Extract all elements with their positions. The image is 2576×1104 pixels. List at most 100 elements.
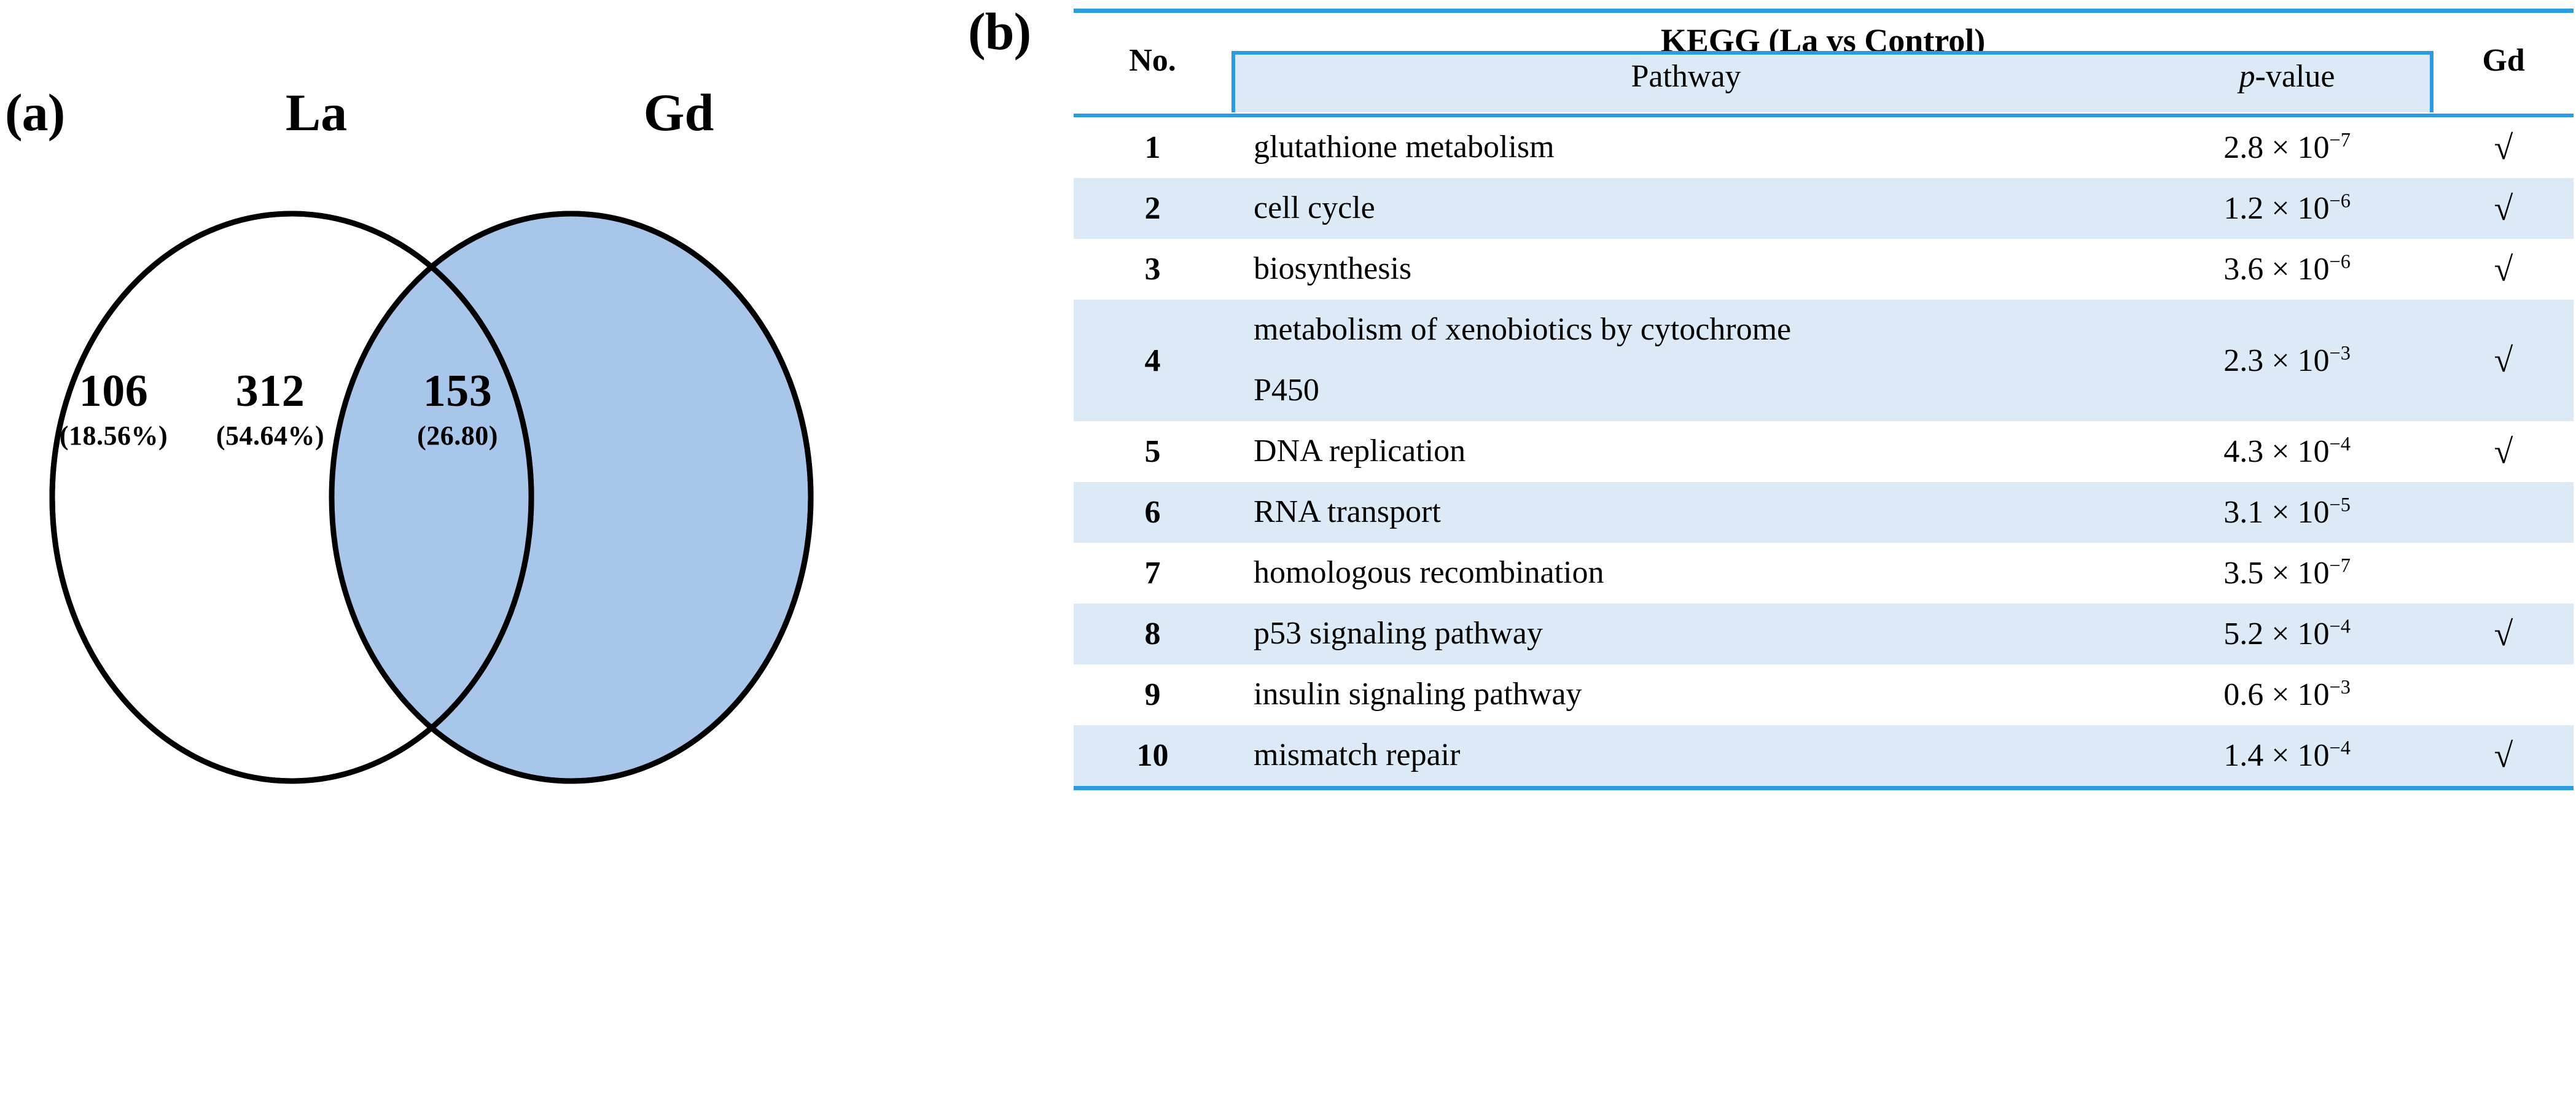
cell-no: 1 bbox=[1144, 130, 1161, 165]
cell-pathway: biosynthesis bbox=[1254, 251, 1412, 287]
venn-region-la-only: 106 (18.56%) bbox=[21, 368, 206, 449]
cell-pvalue: 3.5 × 10−7 bbox=[2141, 555, 2434, 591]
table-header-rule bbox=[1074, 114, 2574, 117]
pvalue-exponent: −4 bbox=[2329, 615, 2351, 637]
panel-a-label: (a) bbox=[5, 83, 65, 142]
cell-gd: √ bbox=[2434, 131, 2574, 165]
cell-pvalue: 2.3 × 10−3 bbox=[2141, 343, 2434, 379]
table-row: 10 mismatch repair 1.4 × 10−4 √ bbox=[1074, 725, 2574, 786]
pvalue-exponent: −6 bbox=[2329, 189, 2351, 212]
cell-pathway: mismatch repair bbox=[1254, 737, 1461, 773]
subheader-shaded-box bbox=[1231, 51, 2434, 112]
cell-pathway: homologous recombination bbox=[1254, 555, 1604, 591]
cell-pvalue: 3.6 × 10−6 bbox=[2141, 251, 2434, 287]
venn-region-gd-only: 153 (26.80) bbox=[365, 368, 550, 449]
pvalue-mantissa: 3.6 × 10 bbox=[2223, 252, 2330, 287]
cell-pathway: glutathione metabolism bbox=[1254, 130, 1555, 165]
column-header-pvalue: p-value bbox=[2141, 61, 2434, 93]
venn-intersection-fill bbox=[332, 214, 531, 781]
table-bottom-rule bbox=[1074, 786, 2574, 790]
cell-gd: √ bbox=[2434, 343, 2574, 378]
venn-region-overlap: 312 (54.64%) bbox=[175, 368, 365, 449]
cell-pathway: DNA replication bbox=[1254, 433, 1466, 469]
pvalue-exponent: −7 bbox=[2329, 554, 2351, 577]
venn-count-value: 312 bbox=[235, 366, 305, 416]
table-top-rule bbox=[1074, 9, 2574, 13]
check-icon: √ bbox=[2494, 341, 2513, 379]
pathway-line-1: metabolism of xenobiotics by cytochrome bbox=[1254, 312, 1792, 348]
column-header-no: No. bbox=[1129, 43, 1176, 78]
venn-set-label-la: La bbox=[285, 83, 348, 142]
venn-ellipse-la-outline bbox=[49, 211, 534, 784]
check-icon: √ bbox=[2494, 189, 2513, 228]
pvalue-mantissa: 3.1 × 10 bbox=[2223, 495, 2330, 530]
table-row: 8 p53 signaling pathway 5.2 × 10−4 √ bbox=[1074, 604, 2574, 664]
cell-no: 2 bbox=[1144, 191, 1161, 226]
pathway-line-2: P450 bbox=[1254, 373, 1319, 408]
pvalue-exponent: −7 bbox=[2329, 128, 2351, 151]
cell-no: 9 bbox=[1144, 677, 1161, 712]
cell-pathway: insulin signaling pathway bbox=[1254, 677, 1582, 712]
pvalue-mantissa: 4.3 × 10 bbox=[2223, 434, 2330, 469]
venn-ellipse-gd-outline bbox=[329, 211, 814, 784]
venn-count-value: 106 bbox=[79, 366, 149, 416]
cell-pvalue: 2.8 × 10−7 bbox=[2141, 130, 2434, 166]
check-icon: √ bbox=[2494, 250, 2513, 289]
cell-gd: √ bbox=[2434, 617, 2574, 651]
table-row: 4 metabolism of xenobiotics by cytochrome… bbox=[1074, 300, 2574, 421]
table-row: 5 DNA replication 4.3 × 10−4 √ bbox=[1074, 421, 2574, 482]
pvalue-mantissa: 1.2 × 10 bbox=[2223, 191, 2330, 226]
pvalue-rest: -value bbox=[2255, 59, 2335, 94]
cell-pathway: cell cycle bbox=[1254, 190, 1375, 226]
venn-percent-value: (18.56%) bbox=[59, 421, 168, 451]
pvalue-mantissa: 1.4 × 10 bbox=[2223, 738, 2330, 773]
table-header: KEGG (La vs Control) No. Pathway p-value… bbox=[1074, 13, 2574, 117]
venn-percent-value: (54.64%) bbox=[216, 421, 325, 451]
cell-no: 3 bbox=[1144, 252, 1161, 287]
table-row: 1 glutathione metabolism 2.8 × 10−7 √ bbox=[1074, 117, 2574, 178]
pvalue-mantissa: 3.5 × 10 bbox=[2223, 556, 2330, 591]
cell-no: 4 bbox=[1144, 343, 1161, 378]
venn-panel: (a) La Gd 106 (18.56%) 312 (54.64%) 153 … bbox=[0, 0, 958, 1104]
kegg-table: KEGG (La vs Control) No. Pathway p-value… bbox=[1074, 9, 2574, 790]
table-row: 3 biosynthesis 3.6 × 10−6 √ bbox=[1074, 239, 2574, 300]
column-header-gd: Gd bbox=[2482, 43, 2525, 78]
cell-pathway: RNA transport bbox=[1254, 494, 1441, 530]
venn-set-label-gd: Gd bbox=[643, 83, 714, 142]
pvalue-mantissa: 2.8 × 10 bbox=[2223, 130, 2330, 165]
cell-no: 10 bbox=[1136, 738, 1169, 773]
cell-pvalue: 0.6 × 10−3 bbox=[2141, 677, 2434, 713]
check-icon: √ bbox=[2494, 736, 2513, 775]
column-header-pathway: Pathway bbox=[1631, 59, 1741, 94]
pvalue-mantissa: 5.2 × 10 bbox=[2223, 616, 2330, 651]
check-icon: √ bbox=[2494, 432, 2513, 471]
check-icon: √ bbox=[2494, 128, 2513, 167]
cell-pathway: p53 signaling pathway bbox=[1254, 616, 1543, 651]
pvalue-italic-p: p bbox=[2239, 59, 2255, 94]
cell-pvalue: 3.1 × 10−5 bbox=[2141, 494, 2434, 531]
cell-pvalue: 1.4 × 10−4 bbox=[2141, 737, 2434, 774]
cell-pvalue: 5.2 × 10−4 bbox=[2141, 616, 2434, 652]
pvalue-exponent: −4 bbox=[2329, 736, 2351, 759]
pvalue-mantissa: 2.3 × 10 bbox=[2223, 343, 2330, 378]
kegg-table-panel: (b) KEGG (La vs Control) No. Pathway p-v… bbox=[958, 0, 2576, 1104]
pvalue-exponent: −3 bbox=[2329, 675, 2351, 698]
cell-gd: √ bbox=[2434, 739, 2574, 773]
cell-gd: √ bbox=[2434, 252, 2574, 287]
table-row: 2 cell cycle 1.2 × 10−6 √ bbox=[1074, 178, 2574, 239]
pvalue-exponent: −6 bbox=[2329, 250, 2351, 273]
pvalue-exponent: −4 bbox=[2329, 432, 2351, 455]
check-icon: √ bbox=[2494, 615, 2513, 653]
cell-no: 8 bbox=[1144, 616, 1161, 651]
venn-percent-value: (26.80) bbox=[417, 421, 498, 451]
pvalue-mantissa: 0.6 × 10 bbox=[2223, 677, 2330, 712]
cell-gd: √ bbox=[2434, 192, 2574, 226]
table-row: 9 insulin signaling pathway 0.6 × 10−3 bbox=[1074, 664, 2574, 725]
cell-no: 5 bbox=[1144, 434, 1161, 469]
pvalue-exponent: −5 bbox=[2329, 493, 2351, 516]
cell-pvalue: 4.3 × 10−4 bbox=[2141, 433, 2434, 470]
